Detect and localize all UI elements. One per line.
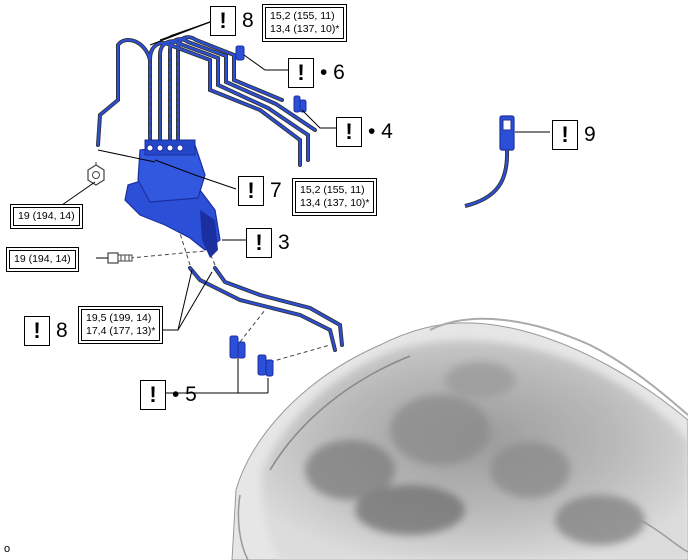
torque-spec-mid: 15,2 (155, 11) 13,4 (137, 10)* (292, 178, 378, 216)
callout-label: 9 (584, 123, 596, 146)
callout-label: 8 (242, 9, 254, 32)
torque-spec-bolt: 19 (194, 14) (6, 247, 79, 272)
warning-mark-icon: ! (210, 6, 236, 36)
vehicle-engine-bay (231, 317, 688, 560)
warning-mark-icon: ! (552, 120, 578, 150)
tube-clamp-4 (293, 95, 307, 113)
callout-3: ! 3 (246, 228, 290, 258)
tube-clamp-5 (229, 335, 274, 377)
callout-8-bottom: ! 8 (24, 316, 68, 346)
callout-label: • 5 (172, 383, 197, 406)
callout-label: 7 (270, 179, 282, 202)
warning-mark-icon: ! (288, 58, 314, 88)
flange-nut (87, 164, 105, 186)
brake-tubes-lower (188, 266, 344, 352)
torque-spec-nut: 19 (194, 14) (10, 204, 83, 229)
torque-value: 19,5 (199, 14) (86, 312, 152, 324)
warning-mark-icon: ! (140, 380, 166, 410)
torque-spec-bottom: 19,5 (199, 14) 17,4 (177, 13)* (78, 306, 164, 344)
wire-harness-9 (464, 115, 515, 208)
torque-spec-top: 15,2 (155, 11) 13,4 (137, 10)* (262, 4, 348, 42)
warning-mark-icon: ! (238, 176, 264, 206)
torque-value-alt: 13,4 (137, 10)* (270, 23, 340, 35)
bolt (107, 252, 133, 264)
callout-label: 3 (278, 231, 290, 254)
brake-tubes-upper (96, 35, 317, 167)
torque-value-alt: 17,4 (177, 13)* (86, 325, 156, 337)
torque-value: 19 (194, 14) (14, 253, 71, 265)
callout-7: ! 7 (238, 176, 282, 206)
figure-id: o (4, 543, 11, 555)
torque-value: 19 (194, 14) (18, 210, 75, 222)
callout-8-top: ! 8 (210, 6, 254, 36)
callout-5: ! • 5 (140, 380, 197, 410)
callout-4: ! • 4 (336, 117, 393, 147)
warning-mark-icon: ! (246, 228, 272, 258)
callout-9: ! 9 (552, 120, 596, 150)
callout-label: • 4 (368, 120, 393, 143)
callout-label: • 6 (320, 61, 345, 84)
callout-6: ! • 6 (288, 58, 345, 88)
torque-value-alt: 13,4 (137, 10)* (300, 197, 370, 209)
warning-mark-icon: ! (336, 117, 362, 147)
callout-label: 8 (56, 319, 68, 342)
warning-mark-icon: ! (24, 316, 50, 346)
torque-value: 15,2 (155, 11) (300, 184, 365, 196)
torque-value: 15,2 (155, 11) (270, 10, 335, 22)
brake-actuator (124, 139, 221, 258)
tube-clamp-6 (235, 45, 245, 61)
